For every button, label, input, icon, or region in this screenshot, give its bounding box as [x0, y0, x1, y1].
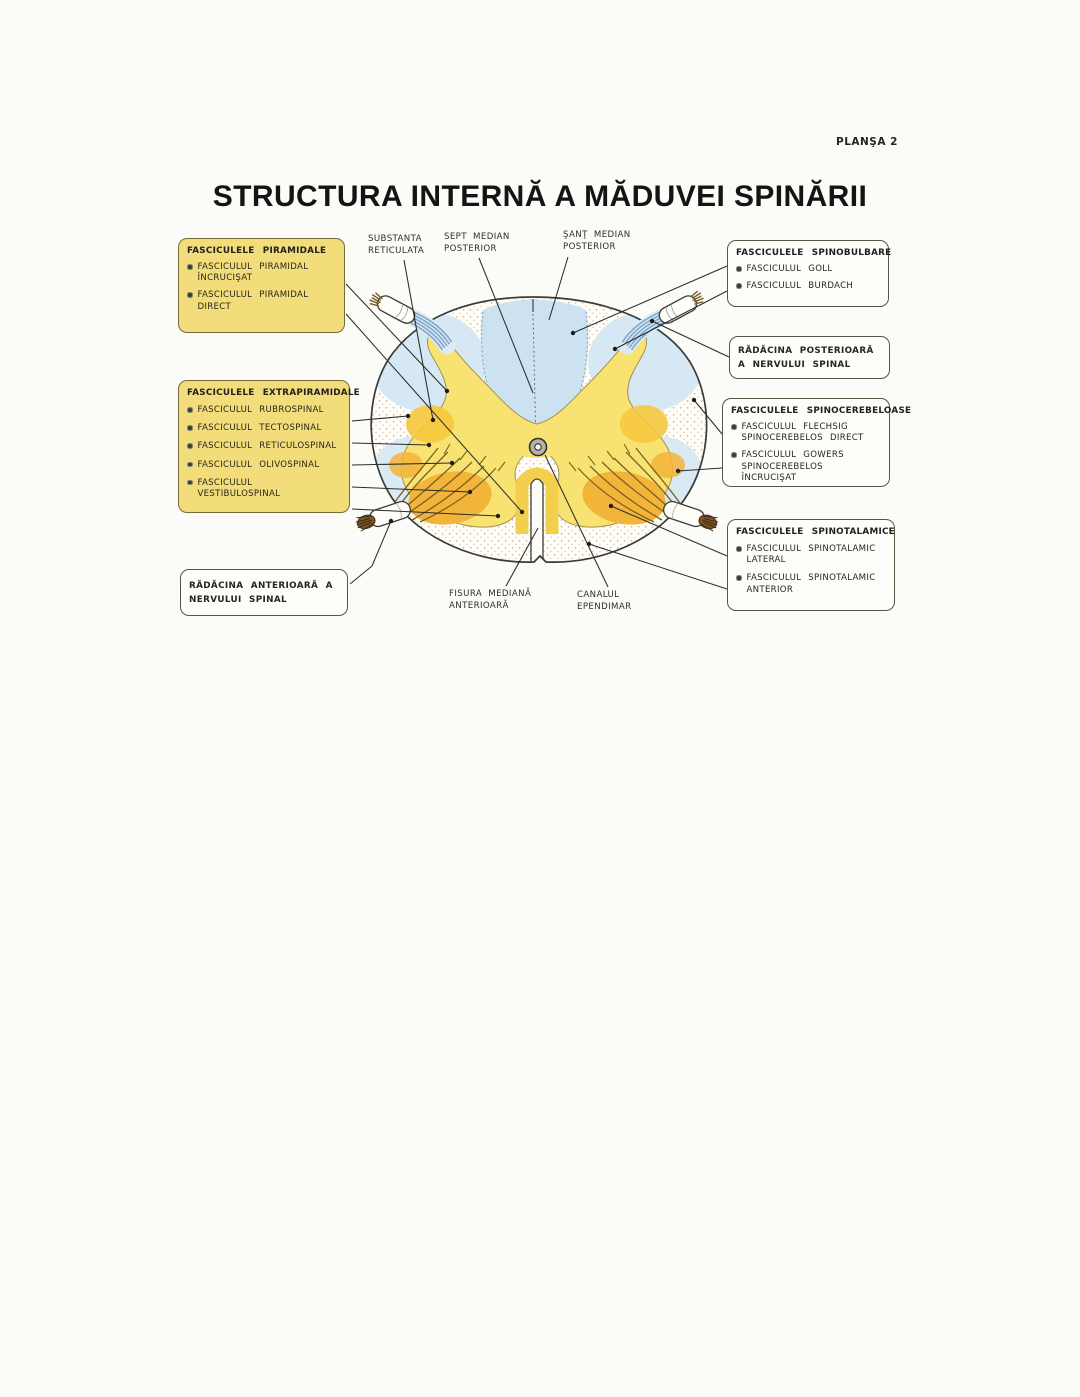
legend-item: FASCICULUL FLECHSIG SPINOCEREBELOS DIREC… — [731, 422, 881, 444]
white-matter — [371, 297, 707, 563]
legend-header: FASCICULELE SPINOTALAMICE — [736, 527, 895, 537]
legend-item: FASCICULUL RUBROSPINAL — [187, 405, 341, 416]
bullet-icon — [731, 452, 737, 458]
label-sept-median-posterior: SEPT MEDIAN POSTERIOR — [444, 232, 510, 255]
posterior-root-right — [618, 290, 704, 355]
legend-item-label: FASCICULUL SPINOTALAMIC ANTERIOR — [746, 573, 876, 595]
bullet-icon — [187, 425, 193, 431]
cord-outline — [370, 296, 708, 563]
legend-item-label: FASCICULUL RETICULOSPINAL — [197, 441, 337, 452]
label-box-radacina-anterioara: RĂDĂCINA ANTERIOARĂ A NERVULUI SPINAL — [180, 569, 348, 616]
bullet-icon — [187, 443, 193, 449]
bullet-icon — [736, 283, 742, 289]
label-substanta-reticulata: SUBSTANTA RETICULATA — [368, 234, 425, 257]
legend-item-label: FASCICULUL TECTOSPINAL — [197, 423, 322, 434]
legend-item-label: FASCICULUL SPINOTALAMIC LATERAL — [746, 544, 876, 566]
legend-item: FASCICULUL PIRAMIDAL ÎNCRUCIŞAT — [187, 262, 336, 284]
legend-item: FASCICULUL SPINOTALAMIC ANTERIOR — [736, 573, 886, 595]
bullet-icon — [736, 546, 742, 552]
legend-item: FASCICULUL GOWERS SPINOCEREBELOS ÎNCRUCI… — [731, 450, 881, 484]
legend-item: FASCICULUL SPINOTALAMIC LATERAL — [736, 544, 886, 566]
anterior-rootlets-right — [568, 443, 683, 523]
legend-item: FASCICULUL GOLL — [736, 264, 880, 275]
anterior-root-left — [355, 500, 411, 532]
legend-item-label: FASCICULUL PIRAMIDAL DIRECT — [197, 290, 309, 312]
bullet-icon — [187, 292, 193, 298]
legend-box-piramidale: FASCICULELE PIRAMIDALE FASCICULUL PIRAMI… — [178, 238, 345, 333]
legend-item: FASCICULUL PIRAMIDAL DIRECT — [187, 290, 336, 312]
anterior-root-right — [663, 500, 719, 532]
legend-item: FASCICULUL VESTIBULOSPINAL — [187, 478, 341, 500]
legend-box-spinotalamice: FASCICULELE SPINOTALAMICE FASCICULUL SPI… — [727, 519, 895, 611]
legend-header: FASCICULELE SPINOBULBARE — [736, 248, 892, 258]
label-fisura-mediana-anterioara: FISURA MEDIANĂ ANTERIOARĂ — [449, 589, 532, 612]
label-canalul-ependimar: CANALUL EPENDIMAR — [577, 590, 632, 613]
legend-header: FASCICULELE SPINOCEREBELOASE — [731, 406, 912, 416]
label-box-radacina-posterioara: RĂDĂCINA POSTERIOARĂ A NERVULUI SPINAL — [729, 336, 890, 379]
posterior-root-left — [369, 292, 456, 355]
bullet-icon — [187, 461, 193, 468]
legend-header: FASCICULELE EXTRAPIRAMIDALE — [187, 388, 360, 398]
legend-item-label: FASCICULUL GOWERS SPINOCEREBELOS ÎNCRUCI… — [741, 450, 844, 483]
legend-header: FASCICULELE PIRAMIDALE — [187, 246, 327, 256]
legend-item-label: FASCICULUL RUBROSPINAL — [197, 405, 324, 415]
legend-item-label: FASCICULUL OLIVOSPINAL — [197, 459, 320, 470]
legend-item-label: FASCICULUL BURDACH — [746, 281, 854, 292]
bullet-icon — [187, 264, 193, 270]
legend-item: FASCICULUL OLIVOSPINAL — [187, 460, 341, 471]
bullet-icon — [736, 266, 742, 272]
legend-item-label: FASCICULUL PIRAMIDAL ÎNCRUCIŞAT — [197, 262, 309, 284]
leader-lines — [345, 256, 730, 590]
bullet-icon — [736, 575, 742, 581]
anterior-median-fissure — [530, 478, 544, 562]
plate-number: PLANŞA 2 — [836, 136, 898, 148]
legend-box-extrapiramidale: FASCICULELE EXTRAPIRAMIDALE FASCICULUL R… — [178, 380, 360, 513]
legend-item-label: FASCICULUL VESTIBULOSPINAL — [197, 477, 281, 499]
leader-dots — [388, 318, 697, 547]
bullet-icon — [731, 424, 737, 430]
label-sant-median-posterior: ŞANŢ MEDIAN POSTERIOR — [563, 230, 631, 253]
label-text: RĂDĂCINA POSTERIOARĂ A NERVULUI SPINAL — [738, 345, 874, 370]
page-title: STRUCTURA INTERNĂ A MĂDUVEI SPINĂRII — [212, 180, 868, 213]
bullet-icon — [187, 479, 193, 486]
legend-box-spinocerebeloase: FASCICULELE SPINOCEREBELOASE FASCICULUL … — [722, 398, 912, 487]
central-canal — [528, 437, 548, 457]
legend-item: FASCICULUL TECTOSPINAL — [187, 423, 341, 434]
legend-item: FASCICULUL BURDACH — [736, 281, 880, 292]
legend-item-label: FASCICULUL GOLL — [746, 264, 833, 274]
label-text: RĂDĂCINA ANTERIOARĂ A NERVULUI SPINAL — [189, 580, 333, 605]
legend-item: FASCICULUL RETICULOSPINAL — [187, 441, 341, 452]
legend-box-spinobulbare: FASCICULELE SPINOBULBARE FASCICULUL GOLL… — [727, 240, 892, 307]
legend-item-label: FASCICULUL FLECHSIG SPINOCEREBELOS DIREC… — [741, 422, 864, 444]
bullet-icon — [187, 407, 193, 413]
